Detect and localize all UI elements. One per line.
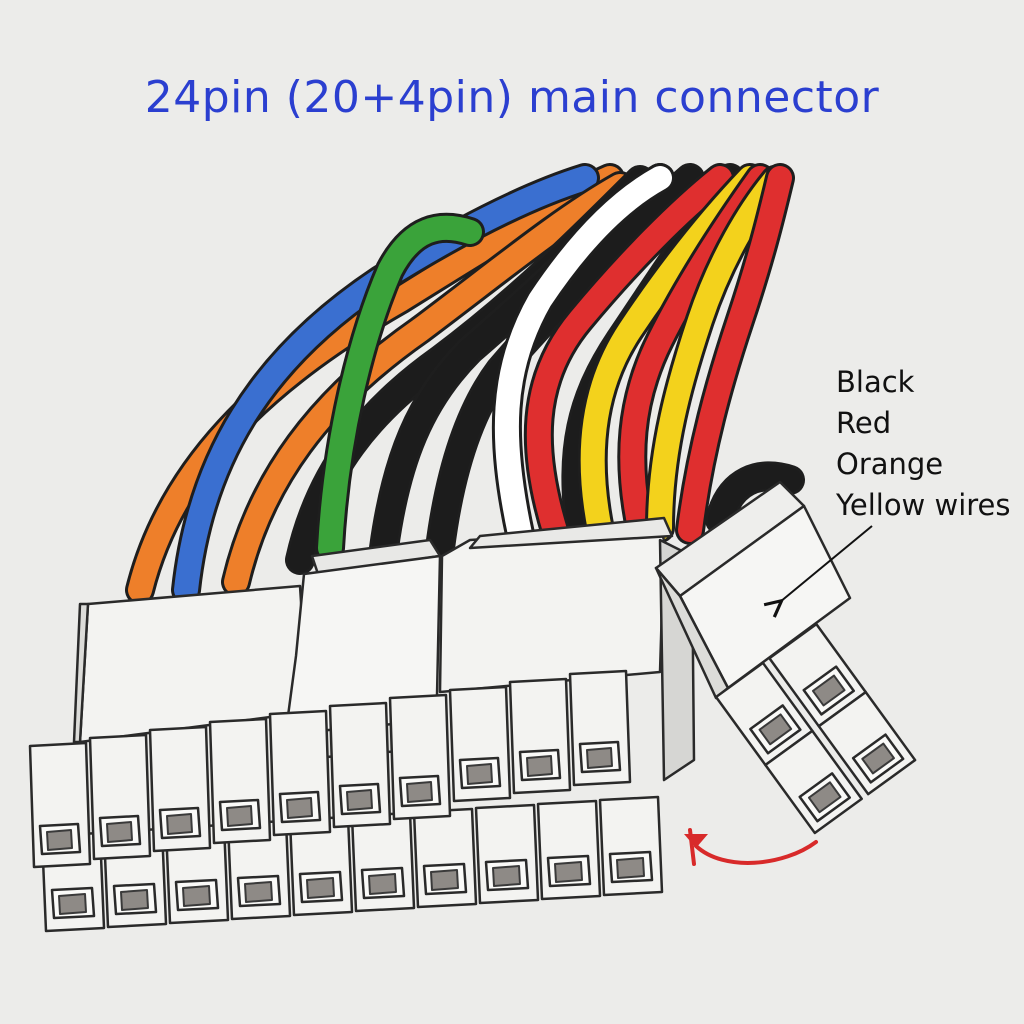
callout-line-yellow: Yellow wires xyxy=(836,488,1011,522)
wire-red xyxy=(678,166,792,542)
pin-socket-upper xyxy=(148,725,212,853)
pin-socket-upper xyxy=(568,669,632,787)
pointer-arrow-icon xyxy=(780,525,873,602)
4pin-socket xyxy=(714,661,814,767)
pin-socket-upper xyxy=(388,693,452,821)
4pin-socket xyxy=(817,690,917,796)
4pin-connector xyxy=(654,480,917,835)
wire-yellow xyxy=(648,168,787,540)
pin-socket-lower xyxy=(412,807,478,909)
pin-row-upper xyxy=(28,669,632,869)
housing-right-topface xyxy=(468,516,674,550)
wire-white xyxy=(494,166,672,546)
pin-socket-lower xyxy=(288,815,354,917)
4pin-socket xyxy=(764,729,863,835)
pin-socket-lower xyxy=(474,803,540,905)
wire-color-callout: Black Red Orange Yellow wires xyxy=(836,362,1011,526)
pin-socket-upper xyxy=(328,701,392,829)
pin-socket-upper xyxy=(508,677,572,795)
wire-yellow xyxy=(580,166,762,542)
pin-socket-lower xyxy=(598,795,664,897)
page-title: 24pin (20+4pin) main connector xyxy=(144,72,880,123)
wire-green xyxy=(318,215,482,560)
housing-left-lip xyxy=(72,602,90,744)
pin-socket-upper xyxy=(88,733,152,861)
pin-socket-upper xyxy=(268,709,332,837)
wire-black xyxy=(708,464,802,532)
pin-socket-lower xyxy=(350,811,416,913)
housing-right-top xyxy=(438,526,666,694)
4pin-socket xyxy=(768,622,867,728)
wire-orange xyxy=(224,174,632,594)
pin-socket-upper xyxy=(28,741,92,869)
pin-socket-lower xyxy=(536,799,602,901)
callout-line-orange: Orange xyxy=(836,447,944,481)
wire-blue xyxy=(174,166,597,602)
curved-rotate-arrow-icon xyxy=(684,828,818,866)
main-20pin-connector xyxy=(28,516,696,933)
pin-socket-upper xyxy=(448,685,512,803)
callout-line-black: Black xyxy=(836,365,915,399)
pin-socket-lower xyxy=(226,819,292,921)
wire-red xyxy=(526,166,732,546)
wire-bundle xyxy=(125,163,805,605)
pin-socket-upper xyxy=(208,717,272,845)
callout-line-red: Red xyxy=(836,406,892,440)
4pin-socket-group xyxy=(714,622,917,835)
